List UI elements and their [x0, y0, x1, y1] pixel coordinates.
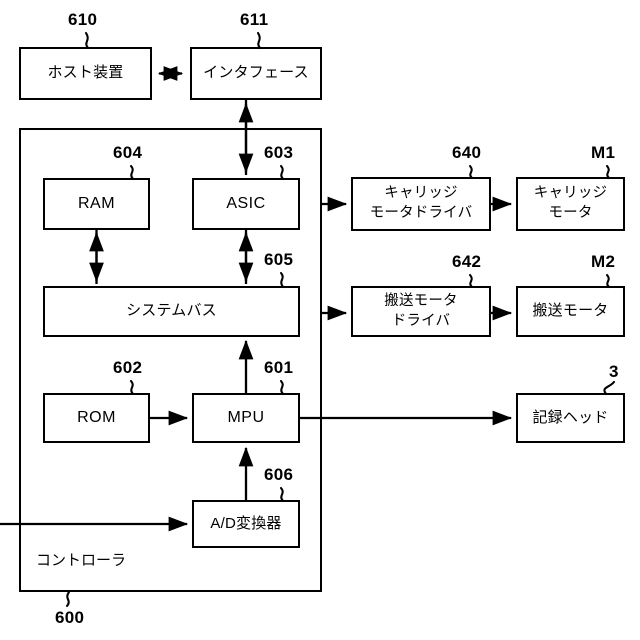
block-ad-converter[interactable]: A/D変換器 [192, 500, 300, 548]
ref-601: 601 [264, 358, 294, 377]
ref-610: 610 [68, 10, 98, 29]
block-conveyance-motor-label: 搬送モータ [532, 302, 609, 320]
block-system-bus[interactable]: システムバス [43, 286, 300, 337]
block-conveyance-motor-driver-line1: 搬送モータ [384, 292, 458, 309]
block-conveyance-motor[interactable]: 搬送モータ [516, 286, 625, 337]
block-carriage-motor-line2: モータ [548, 205, 593, 221]
ref-M2: M2 [591, 252, 616, 271]
ref-603: 603 [264, 143, 294, 162]
block-ram[interactable]: RAM [43, 178, 150, 230]
block-conveyance-motor-driver-line2: ドライバ [391, 312, 451, 329]
block-system-bus-label: システムバス [126, 302, 217, 320]
block-rom[interactable]: ROM [43, 393, 150, 443]
block-mpu-label: MPU [227, 409, 265, 427]
ref-640: 640 [452, 143, 482, 162]
block-asic-label: ASIC [226, 195, 266, 213]
ref-604: 604 [113, 143, 143, 162]
leader-600 [65, 590, 71, 608]
leader-611 [256, 31, 262, 50]
block-carriage-motor-line1: キャリッジ [533, 185, 608, 202]
block-ram-label: RAM [77, 195, 116, 213]
block-rom-label: ROM [77, 409, 116, 427]
controller-enclosure [19, 128, 322, 592]
block-interface-label: インタフェース [203, 64, 309, 82]
block-recording-head-label: 記録ヘッド [532, 408, 609, 426]
leader-610 [84, 31, 90, 50]
block-conveyance-motor-driver[interactable]: 搬送モータ ドライバ [351, 286, 491, 337]
ref-611: 611 [240, 10, 269, 29]
ref-M1: M1 [591, 143, 616, 162]
ref-600: 600 [55, 608, 85, 627]
ref-605: 605 [264, 250, 294, 269]
block-carriage-motor-driver[interactable]: キャリッジ モータドライバ [351, 177, 491, 231]
block-asic[interactable]: ASIC [192, 178, 300, 230]
block-ad-converter-label: A/D変換器 [210, 514, 282, 532]
block-mpu[interactable]: MPU [192, 393, 300, 443]
block-host-device-label: ホスト装置 [47, 64, 124, 82]
block-carriage-motor[interactable]: キャリッジ モータ [516, 177, 625, 231]
block-carriage-motor-driver-line2: モータドライバ [369, 205, 473, 221]
block-interface[interactable]: インタフェース [190, 47, 322, 100]
block-host-device[interactable]: ホスト装置 [19, 47, 152, 100]
controller-label: コントローラ [36, 552, 127, 569]
ref-642: 642 [452, 252, 482, 271]
ref-606: 606 [264, 465, 294, 484]
block-carriage-motor-driver-line1: キャリッジ [384, 185, 458, 202]
block-recording-head[interactable]: 記録ヘッド [516, 393, 625, 443]
ref-3: 3 [609, 362, 619, 381]
ref-602: 602 [113, 358, 143, 377]
